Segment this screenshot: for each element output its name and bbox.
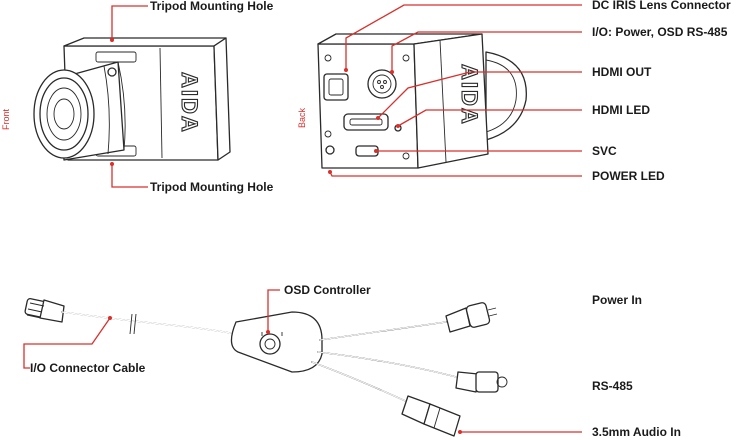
front-side-label: Front [1, 108, 11, 130]
front-brand-logo: AIDA [177, 72, 202, 134]
io-connector [367, 69, 397, 99]
dc-iris-connector [323, 73, 349, 101]
power-led [325, 145, 335, 155]
front-tripod-hole-top-label: Tripod Mounting Hole [150, 0, 274, 13]
callout-power-led: POWER LED [592, 169, 665, 183]
rs485-connector [455, 371, 508, 393]
io-cable-label: I/O Connector Cable [30, 361, 146, 375]
back-side-label: Back [297, 107, 307, 128]
callout-hdmi-out: HDMI OUT [592, 65, 652, 79]
io-cable-diagram: OSD Controller I/O Connector Cable Power… [23, 283, 681, 439]
front-lens [33, 61, 126, 161]
back-camera-view: Back AIDA [297, 0, 731, 183]
back-camera-side [413, 33, 489, 169]
audio-in-connector [401, 395, 461, 437]
rs485-label: RS-485 [592, 379, 633, 393]
power-in-label: Power In [592, 293, 642, 307]
callout-svc: SVC [592, 144, 617, 158]
hdmi-port [343, 113, 389, 131]
front-camera-top [63, 37, 227, 47]
osd-controller-label: OSD Controller [284, 283, 371, 297]
callout-io: I/O: Power, OSD RS-485 [592, 25, 728, 39]
audio-in-label: 3.5mm Audio In [592, 425, 681, 439]
front-tripod-hole-bottom-label: Tripod Mounting Hole [150, 180, 274, 194]
osd-controller [230, 311, 323, 373]
back-lens-edge [485, 51, 527, 141]
callout-hdmi-led: HDMI LED [592, 103, 650, 117]
io-plug-connector [24, 298, 65, 323]
callout-dc-iris: DC IRIS Lens Connector [592, 0, 731, 12]
power-in-connector [445, 302, 498, 333]
front-camera-side [213, 37, 231, 161]
front-camera-view: Front AIDA Tripod Mounting Hole Tripod M… [1, 0, 274, 194]
back-brand-logo: AIDA [457, 64, 482, 126]
